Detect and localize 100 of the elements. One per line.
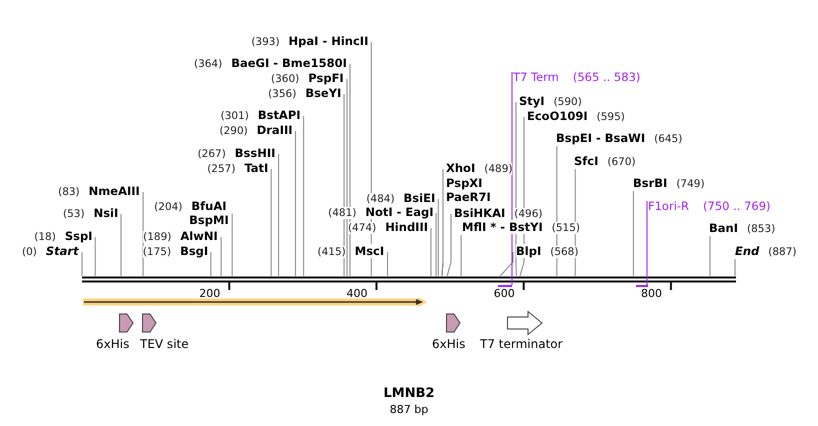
leader-line <box>446 214 452 276</box>
leader-line <box>94 236 96 276</box>
site-position: (749) <box>676 178 705 190</box>
site-position: (83) <box>58 186 80 198</box>
enzyme-name: XhoI <box>446 161 476 175</box>
site-position: (204) <box>154 201 182 213</box>
tick-label: 400 <box>346 287 368 300</box>
leader-line <box>734 258 736 276</box>
site-position: (481) <box>328 207 356 219</box>
leader-line <box>709 236 710 276</box>
enzyme-name: BstAPI <box>258 108 301 122</box>
enzyme-name: BaeGI - Bme1580I <box>231 56 347 70</box>
feature-label: 6xHis <box>432 337 466 351</box>
leader-line <box>120 214 122 276</box>
site-position: (568) <box>550 246 578 258</box>
feature-label: TEV site <box>140 337 189 351</box>
primer-range: (750 .. 769) <box>703 199 771 213</box>
enzyme-name: AlwNI <box>180 229 218 243</box>
site-position: (496) <box>514 208 543 220</box>
enzyme-name: BanI <box>709 221 738 235</box>
leader-line <box>295 130 296 276</box>
enzyme-name: StyI <box>519 94 545 108</box>
tick-label: 800 <box>640 287 662 300</box>
primer-binding-mark <box>636 285 648 287</box>
tick-label: 600 <box>494 287 515 300</box>
leader-line <box>632 190 634 276</box>
enzyme-name: MflI * - BstYI <box>462 220 543 234</box>
sequence-length: 887 bp <box>388 403 430 416</box>
leader-line <box>460 234 462 276</box>
enzyme-name: TatI <box>244 161 268 175</box>
leader-line <box>344 94 345 276</box>
leader-line <box>220 236 222 276</box>
primer-name: F1ori-R <box>648 199 690 213</box>
primer-name: T7 Term <box>513 70 559 84</box>
enzyme-name: BsiEI <box>404 191 436 205</box>
sequence-start-label: Start <box>46 244 79 258</box>
leader-line <box>278 154 280 276</box>
enzyme-name: BspEI - BsaWI <box>556 131 646 145</box>
site-position: (415) <box>318 246 346 258</box>
enzyme-name: BfuAI <box>191 199 227 213</box>
site-position: (267) <box>198 148 226 160</box>
enzyme-name: BssHII <box>234 146 276 160</box>
enzyme-name: PspXI <box>446 176 482 190</box>
site-position: (189) <box>143 231 172 243</box>
site-position: (364) <box>194 58 222 70</box>
enzyme-name: PspFI <box>308 71 344 85</box>
enzyme-name: HindIII <box>385 220 428 234</box>
enzyme-name: NotI - EagI <box>365 205 434 219</box>
enzyme-name: SfcI <box>574 154 598 168</box>
sequence-feature-marker <box>142 311 157 335</box>
enzyme-name: BspMI <box>189 213 229 227</box>
site-position: (645) <box>654 133 682 145</box>
site-position: (887) <box>768 246 797 258</box>
leader-line <box>500 252 514 276</box>
site-position: (53) <box>63 208 85 220</box>
site-position: (360) <box>271 73 300 85</box>
leader-line <box>210 252 212 276</box>
site-position: (301) <box>220 110 249 122</box>
leader-line <box>430 228 432 276</box>
sequence-backbone <box>81 276 737 282</box>
primer-binding-mark <box>498 285 512 287</box>
leader-line <box>142 192 144 276</box>
site-position: (484) <box>366 193 395 205</box>
enzyme-name: NmeAIII <box>88 184 140 198</box>
enzyme-name: BseYI <box>305 86 342 100</box>
site-position: (590) <box>554 96 582 108</box>
enzyme-name: EcoO109I <box>527 109 588 123</box>
site-position: (515) <box>552 222 580 234</box>
site-position: (0) <box>22 246 37 258</box>
leader-line <box>438 198 439 276</box>
sequence-feature-marker <box>446 311 461 335</box>
site-position: (18) <box>34 231 56 243</box>
enzyme-name: DraIII <box>256 123 293 137</box>
enzyme-name: HpaI - HincII <box>288 34 368 48</box>
leader-line <box>436 212 437 276</box>
enzyme-name: PaeR7I <box>446 190 491 204</box>
leader-line <box>270 168 272 276</box>
map-title: LMNB2 <box>382 386 436 401</box>
site-position: (356) <box>268 88 296 100</box>
sequence-feature-marker <box>507 311 543 335</box>
sequence-feature-marker <box>119 311 134 335</box>
enzyme-name: BsiHKAI <box>454 206 506 220</box>
enzyme-name: NsiI <box>94 206 118 220</box>
feature-label: 6xHis <box>96 337 130 351</box>
leader-line <box>646 200 648 286</box>
primer-range: (565 .. 583) <box>572 70 640 84</box>
sequence-end-label: End <box>735 244 760 258</box>
enzyme-name: SspI <box>64 229 92 243</box>
enzyme-name: BsrBI <box>633 176 668 190</box>
orf-arrow <box>82 296 428 308</box>
enzyme-name: MscI <box>354 244 384 258</box>
tick-label: 200 <box>199 287 220 300</box>
site-position: (853) <box>747 223 776 235</box>
site-position: (595) <box>596 111 625 123</box>
site-position: (670) <box>607 156 636 168</box>
leader-line <box>346 78 348 276</box>
leader-line <box>349 64 350 276</box>
enzyme-name: BsgI <box>180 244 208 258</box>
site-position: (290) <box>219 125 248 137</box>
leader-line <box>232 213 233 276</box>
